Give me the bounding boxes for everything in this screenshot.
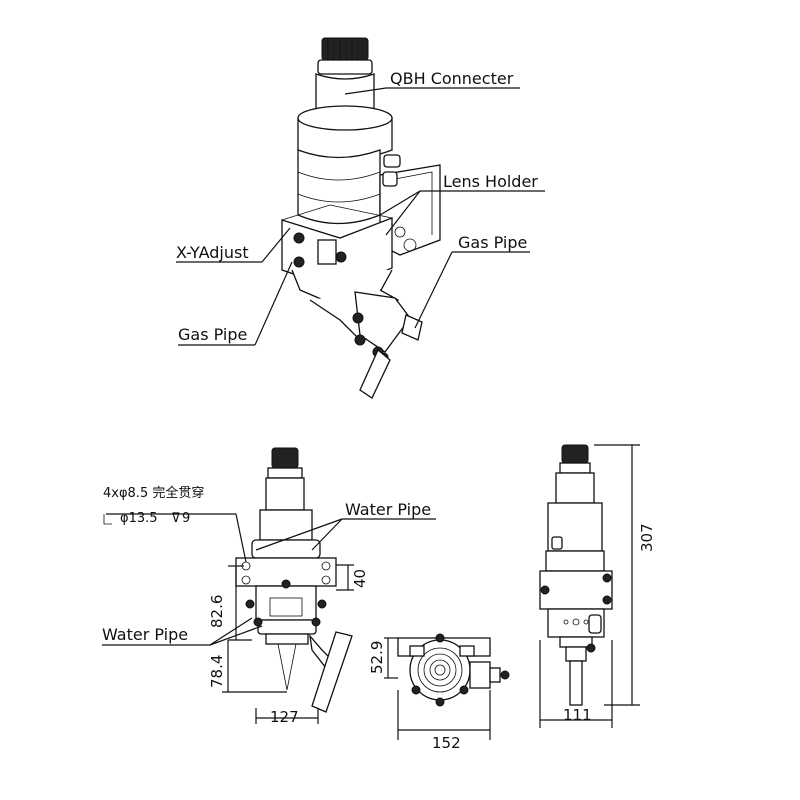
hole-spec-line1: 4xφ8.5 完全贯穿 [103, 485, 204, 501]
hole-spec-depth-symbol: ⊽ [171, 511, 181, 526]
label-water-pipe-lower: Water Pipe [102, 625, 188, 644]
dim-82-6: 82.6 [208, 595, 226, 628]
iso-leader-lines [176, 87, 545, 346]
dim-40: 40 [351, 569, 369, 588]
dim-111: 111 [563, 706, 592, 724]
hole-spec-line2: φ13.5 [120, 511, 158, 526]
label-xy-adjust: X-YAdjust [176, 243, 249, 262]
dim-52-9: 52.9 [368, 641, 386, 674]
label-qbh-connecter: QBH Connecter [390, 69, 514, 88]
label-gas-pipe-left: Gas Pipe [178, 325, 247, 344]
label-gas-pipe-right: Gas Pipe [458, 233, 527, 252]
isometric-view [281, 37, 441, 399]
dim-127: 127 [270, 708, 299, 726]
dim-152: 152 [432, 734, 461, 752]
label-lens-holder: Lens Holder [443, 172, 538, 191]
hole-spec-depth: 9 [182, 511, 190, 526]
top-view [397, 633, 510, 707]
side-view [539, 444, 613, 706]
side-dimension-lines [539, 444, 640, 728]
dim-78-4: 78.4 [208, 655, 226, 688]
dim-307: 307 [638, 523, 656, 552]
label-water-pipe-upper: Water Pipe [345, 500, 431, 519]
front-view [235, 447, 353, 713]
top-dimension-lines [384, 637, 491, 740]
front-dimension-lines [102, 513, 436, 724]
